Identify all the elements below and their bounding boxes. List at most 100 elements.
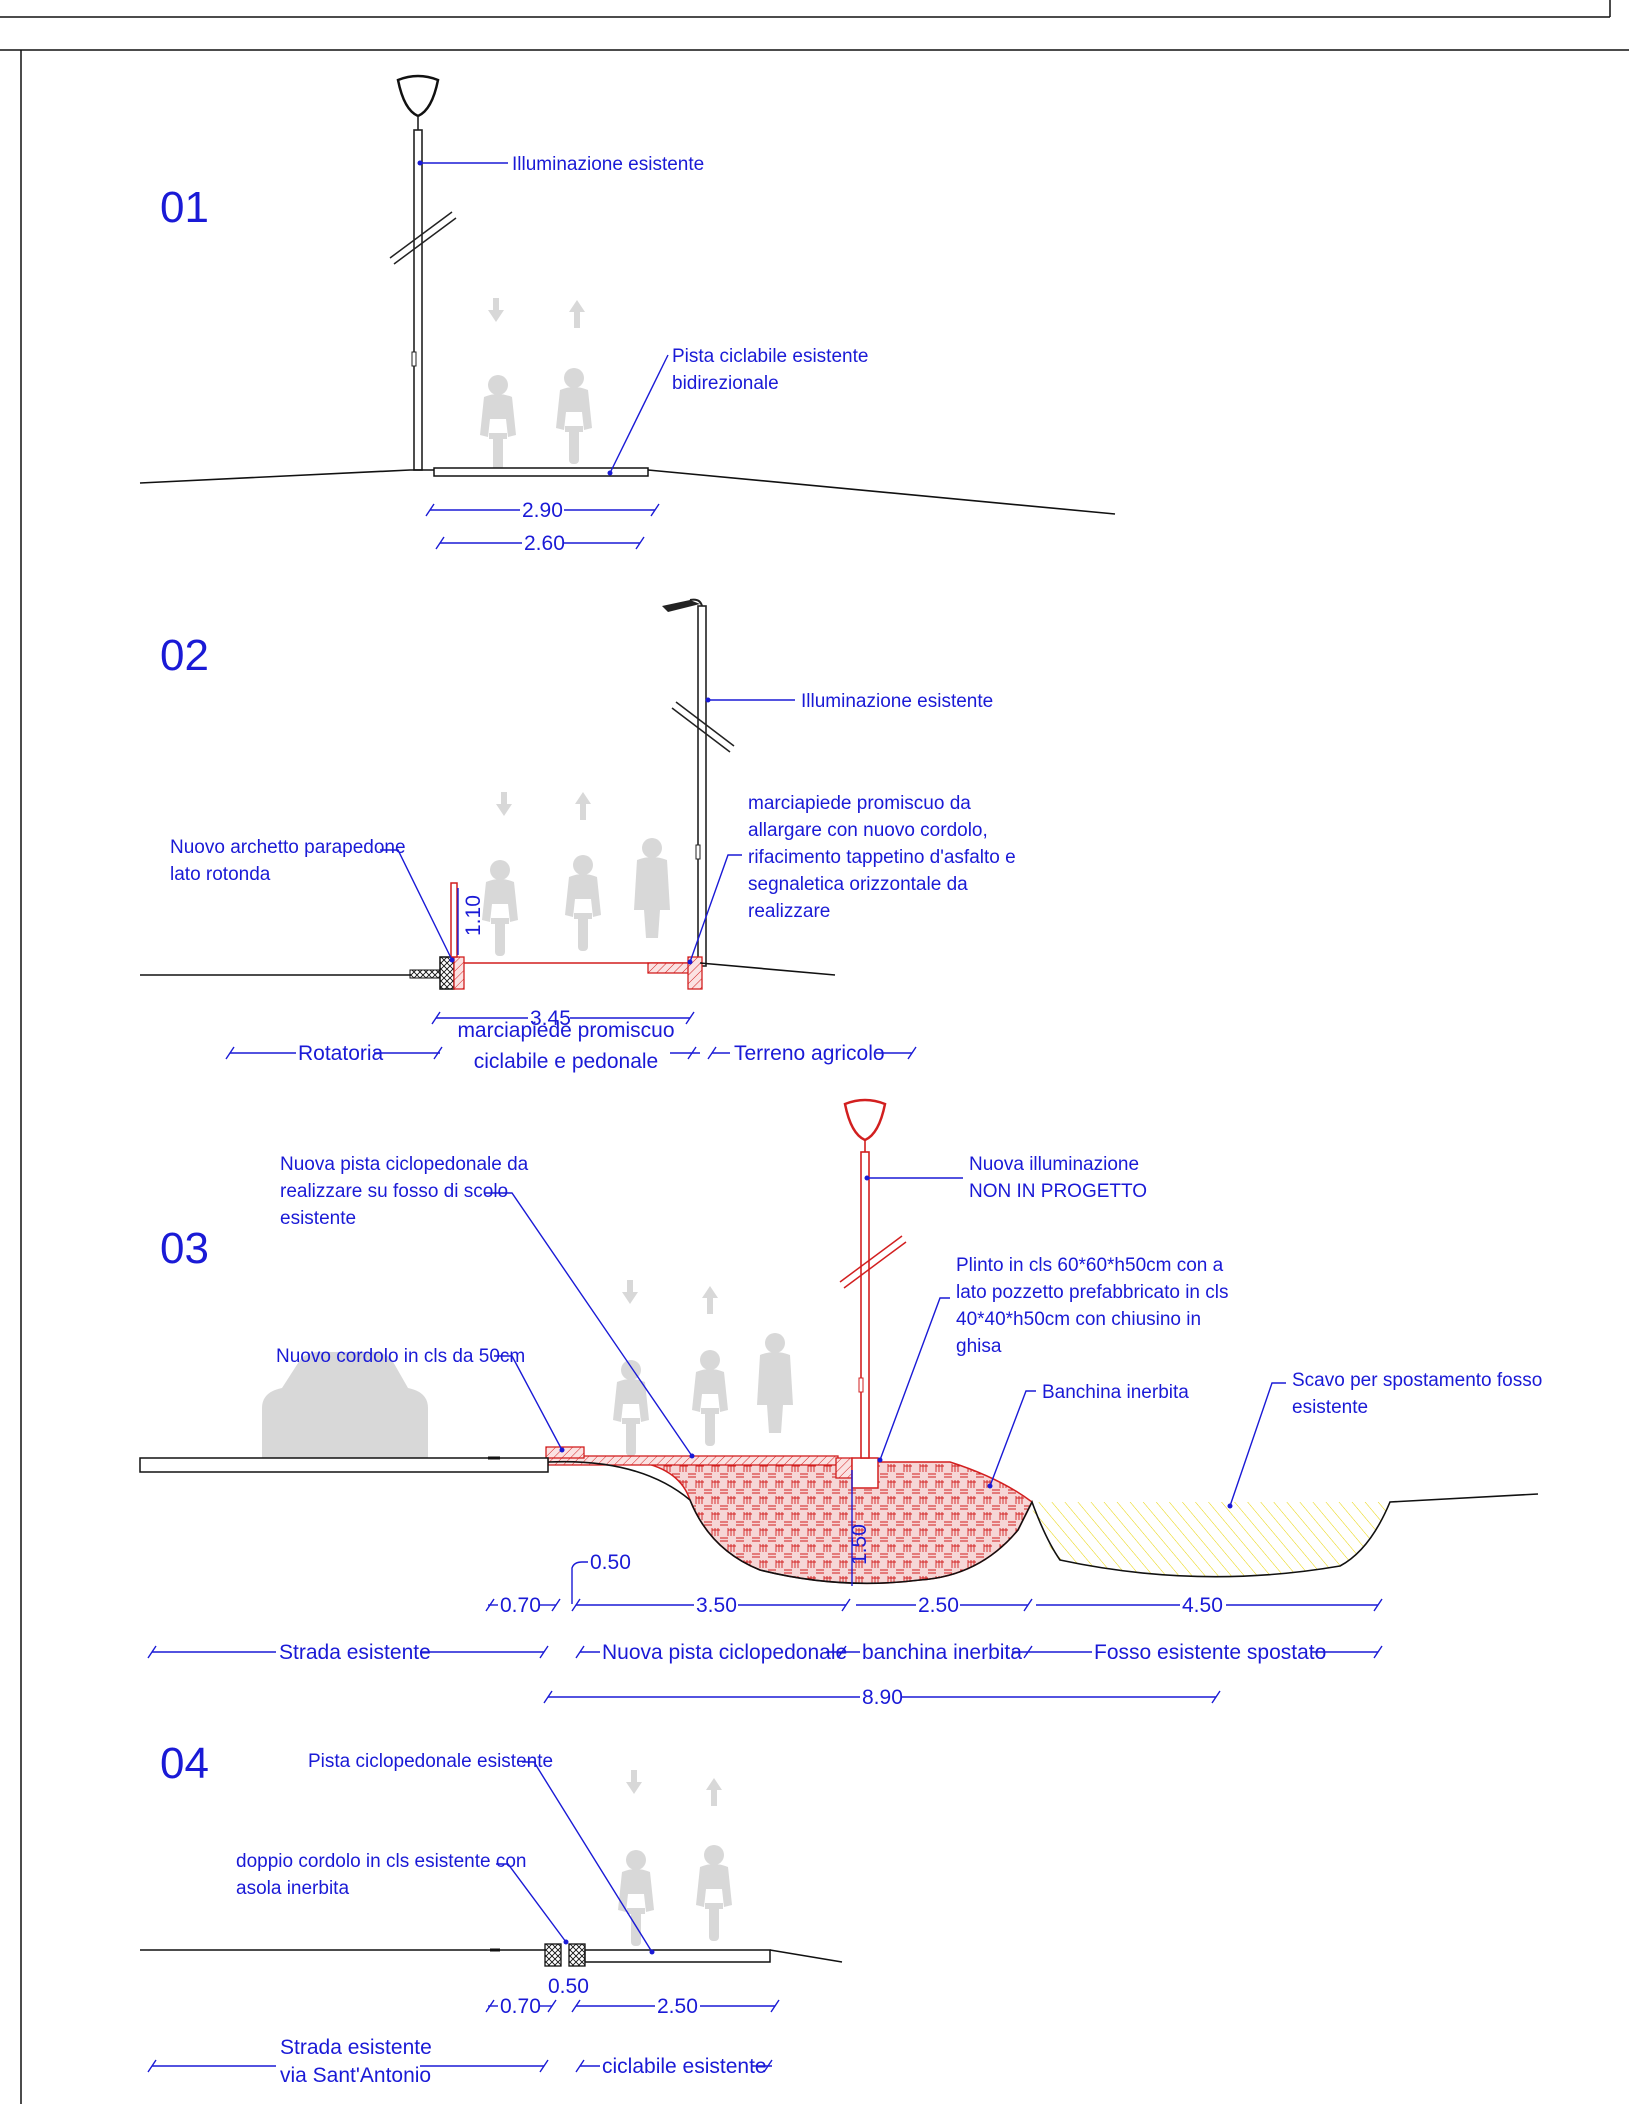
ground-profile	[139, 467, 1116, 515]
dimension-row-1: 0.50 0.70 3.50 2.50 4.50	[485, 1551, 1383, 1617]
dimension-width: 3.45	[431, 1007, 695, 1030]
dim-verge: 2.50	[918, 1594, 959, 1617]
curb-callout: doppio cordolo in cls esistente con asol…	[236, 1851, 569, 1945]
ghost-car	[262, 1352, 428, 1458]
curb-callout: Nuovo cordolo in cls da 50cm	[276, 1346, 565, 1453]
ghost-cyclists	[480, 298, 592, 471]
verge-callout: Banchina inerbita	[987, 1382, 1189, 1489]
ghost-cyclists	[618, 1770, 732, 1946]
dim-path: 3.50	[696, 1594, 737, 1617]
street-lamp	[662, 598, 735, 967]
path-callout: Pista ciclopedonale esistente	[308, 1751, 655, 1955]
section-number: 04	[160, 1739, 209, 1788]
svg-text:2.90: 2.90	[522, 499, 563, 522]
bike-path-label-2: bidirezionale	[672, 373, 779, 394]
zone-row: Strada esistente Nuova pista ciclopedona…	[147, 1641, 1383, 1664]
zone-right: Terreno agricolo	[734, 1042, 885, 1065]
zone-ditch: Fosso esistente spostato	[1094, 1641, 1326, 1664]
zone-path: ciclabile esistente	[602, 2055, 767, 2078]
dim-curb: 0.50	[590, 1551, 631, 1574]
zone-row: Strada esistente via Sant'Antonio ciclab…	[147, 2036, 773, 2087]
section-number: 03	[160, 1224, 209, 1273]
dim-total: 8.90	[862, 1686, 903, 1709]
drawing-frame	[0, 49, 1629, 2104]
svg-text:1.10: 1.10	[462, 895, 485, 936]
svg-text:NON IN PROGETTO: NON IN PROGETTO	[969, 1181, 1147, 1202]
lighting-label: Illuminazione esistente	[512, 154, 704, 175]
lighting-callout: Illuminazione esistente	[705, 691, 993, 712]
parapet-callout: Nuovo archetto parapedone lato rotonda	[170, 837, 455, 963]
new-path-callout: Nuova pista ciclopedonale da realizzare …	[280, 1154, 695, 1459]
svg-text:Plinto in cls 60*60*h50cm con: Plinto in cls 60*60*h50cm con a	[956, 1255, 1224, 1276]
section-01: 01 Illuminazione esistente	[139, 74, 1116, 555]
lighting-callout: Illuminazione esistente	[417, 154, 704, 175]
ground-profile	[140, 1943, 843, 1967]
parapet-label-2: lato rotonda	[170, 864, 271, 885]
dim-path: 2.50	[657, 1995, 698, 2018]
svg-text:Nuova illuminazione: Nuova illuminazione	[969, 1154, 1139, 1175]
verge-label: Banchina inerbita	[1042, 1382, 1189, 1403]
svg-text:3.45: 3.45	[530, 1007, 571, 1030]
ground-profile	[140, 882, 836, 990]
svg-text:allargare con nuovo cordolo,: allargare con nuovo cordolo,	[748, 820, 988, 841]
ghost-users	[482, 792, 670, 956]
section-03: 03	[139, 1098, 1542, 1709]
section-number: 02	[160, 631, 209, 680]
section-04: 04 Pista ciclopedonale esistente doppio …	[140, 1739, 843, 2087]
total-dimension: 8.90	[543, 1686, 1221, 1709]
zone-road-2: via Sant'Antonio	[280, 2064, 431, 2087]
ground-profile	[139, 1456, 1539, 1585]
bike-path-label: Pista ciclabile esistente	[672, 346, 868, 367]
svg-text:lato pozzetto prefabbricato in: lato pozzetto prefabbricato in cls	[956, 1282, 1229, 1303]
svg-text:2.60: 2.60	[524, 532, 565, 555]
plinth-callout: Plinto in cls 60*60*h50cm con a lato poz…	[877, 1255, 1229, 1463]
ditch-callout: Scavo per spostamento fosso esistente	[1227, 1370, 1542, 1509]
dimension-row: 0.50 0.70 2.50	[485, 1975, 780, 2018]
dim-road-edge: 0.70	[500, 1594, 541, 1617]
path-label: Pista ciclopedonale esistente	[308, 1751, 553, 1772]
dim-curb: 0.50	[548, 1975, 589, 1998]
curb-label: Nuovo cordolo in cls da 50cm	[276, 1346, 525, 1367]
street-lamp	[389, 74, 457, 471]
bike-path-callout: Pista ciclabile esistente bidirezionale	[607, 346, 868, 476]
zone-road: Strada esistente	[279, 1641, 431, 1664]
svg-text:1.50: 1.50	[848, 1524, 871, 1565]
lighting-label: Illuminazione esistente	[801, 691, 993, 712]
svg-text:doppio cordolo in cls esistent: doppio cordolo in cls esistente con	[236, 1851, 526, 1872]
new-street-lamp	[839, 1098, 907, 1459]
depth-dimension: 1.50	[848, 1470, 871, 1586]
svg-text:ghisa: ghisa	[956, 1336, 1002, 1357]
dimension-height: 1.10	[457, 888, 485, 955]
zone-road: Strada esistente	[280, 2036, 432, 2059]
svg-text:40*40*h50cm con chiusino in: 40*40*h50cm con chiusino in	[956, 1309, 1201, 1330]
zone-path: Nuova pista ciclopedonale	[602, 1641, 847, 1664]
svg-text:realizzare su fosso di scolo: realizzare su fosso di scolo	[280, 1181, 508, 1202]
dim-ditch: 4.50	[1182, 1594, 1223, 1617]
sidewalk-callout: marciapiede promiscuo da allargare con n…	[687, 793, 1016, 965]
zone-verge: banchina inerbita	[862, 1641, 1022, 1664]
section-number: 01	[160, 183, 209, 232]
new-lighting-callout: Nuova illuminazione NON IN PROGETTO	[864, 1154, 1147, 1202]
zone-row: Rotatoria marciapiede promiscuo ciclabil…	[225, 1019, 917, 1073]
svg-text:Scavo per spostamento fosso: Scavo per spostamento fosso	[1292, 1370, 1542, 1391]
svg-text:Nuova pista ciclopedonale da: Nuova pista ciclopedonale da	[280, 1154, 529, 1175]
svg-text:segnaletica orizzontale da: segnaletica orizzontale da	[748, 874, 968, 895]
svg-text:asola inerbita: asola inerbita	[236, 1878, 349, 1899]
ghost-users	[613, 1280, 793, 1456]
dim-edge: 0.70	[500, 1995, 541, 2018]
svg-text:esistente: esistente	[1292, 1397, 1368, 1418]
parapet-label: Nuovo archetto parapedone	[170, 837, 406, 858]
zone-left: Rotatoria	[298, 1042, 384, 1065]
zone-middle-2: ciclabile e pedonale	[474, 1050, 658, 1073]
svg-text:rifacimento tappetino d'asfalt: rifacimento tappetino d'asfalto e	[748, 847, 1016, 868]
svg-text:esistente: esistente	[280, 1208, 356, 1229]
section-02: 02	[140, 598, 1016, 1073]
svg-text:realizzare: realizzare	[748, 901, 830, 922]
excavation-fill	[1030, 1502, 1390, 1577]
title-frame	[0, 0, 1611, 18]
dimension-inner: 2.60	[435, 532, 645, 555]
svg-text:marciapiede promiscuo da: marciapiede promiscuo da	[748, 793, 971, 814]
dimension-outer: 2.90	[425, 499, 660, 522]
zone-middle: marciapiede promiscuo	[457, 1019, 674, 1042]
